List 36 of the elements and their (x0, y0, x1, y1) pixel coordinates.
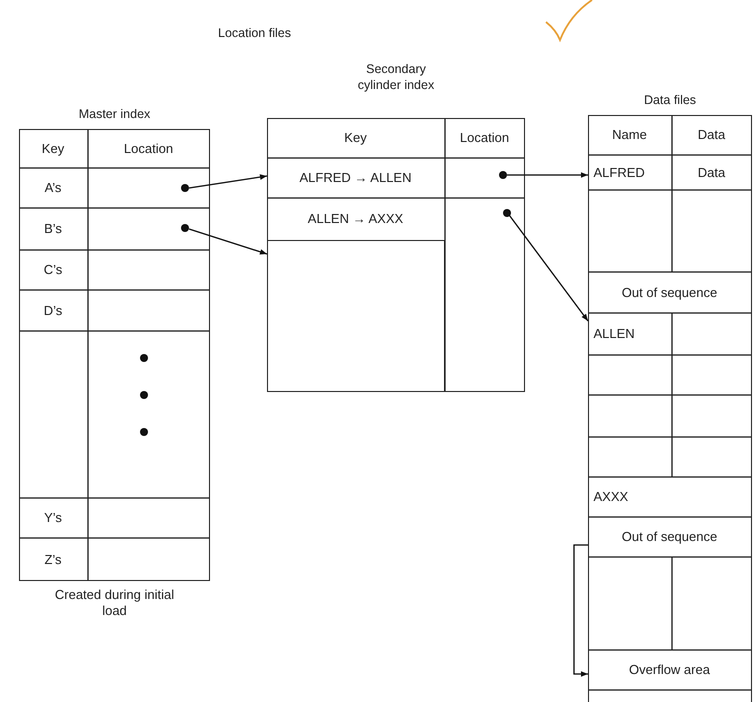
record-key: AXXX (588, 476, 672, 516)
empty-key-area (266, 240, 444, 392)
arrow (188, 228, 268, 255)
table-heading: Secondary cylinder index (356, 62, 436, 94)
record-key: C’s (18, 250, 88, 290)
arrow (188, 174, 268, 189)
record-key: A’s (18, 168, 88, 208)
section-label: Out of sequence (588, 516, 752, 556)
pointer-dot (180, 184, 188, 192)
table-caption: Created during initial load (54, 587, 176, 620)
record-value: Data (672, 154, 752, 190)
key-range: ALLEN → AXXX (266, 198, 444, 240)
pointer-dot (502, 208, 510, 216)
arrow (507, 172, 588, 178)
pointer-dot (180, 224, 188, 232)
arrow (508, 215, 589, 322)
pointer-dot (498, 170, 506, 178)
record-key: ALFRED (588, 154, 672, 190)
arrow (573, 544, 588, 677)
column-header: Key (18, 128, 88, 168)
record-key: D’s (18, 290, 88, 330)
column-header: Location (444, 118, 524, 158)
key-range: ALFRED → ALLEN (266, 158, 444, 198)
table-heading: Master index (78, 107, 152, 123)
column-header: Name (588, 114, 672, 154)
column-header: Location (88, 128, 210, 168)
record-key: Z’s (18, 538, 88, 580)
record-key: B’s (18, 208, 88, 250)
section-label: Overflow area (588, 650, 752, 690)
section-label: Out of sequence (588, 272, 752, 312)
record-key: Y’s (18, 498, 88, 538)
column-header: Data (672, 114, 752, 154)
record-key: ALLEN (588, 312, 672, 354)
column-header: Key (266, 118, 444, 158)
table-heading: Data files (642, 93, 698, 109)
diagram-title: Location files (218, 26, 291, 40)
